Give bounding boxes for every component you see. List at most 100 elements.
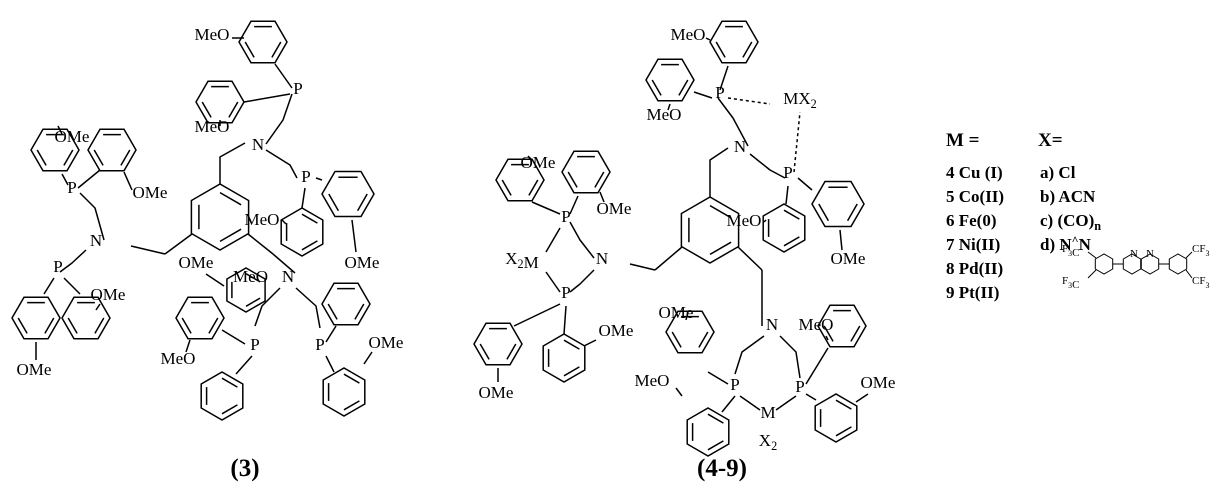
bond-chain <box>219 142 246 184</box>
pyridine-ring <box>1140 253 1160 275</box>
bond <box>797 177 813 191</box>
bond <box>325 325 337 343</box>
legend-metal-item: 5 Co(II) <box>946 187 1004 206</box>
aromatic-double-bond <box>221 404 238 415</box>
bond <box>545 227 561 253</box>
atom-label: OMe <box>17 360 52 379</box>
bond <box>599 191 605 203</box>
atom-label: OMe <box>133 183 168 202</box>
atom-label: N <box>734 137 746 156</box>
bond <box>737 246 763 271</box>
bond-chain <box>254 287 281 327</box>
atom-label: MeO <box>727 211 762 230</box>
bond <box>57 125 63 135</box>
core-benzene-ring <box>190 183 250 251</box>
aryl-ring <box>11 296 61 340</box>
bond <box>243 93 291 103</box>
atom-label: P <box>301 167 310 186</box>
bond-chain <box>265 149 298 179</box>
bond <box>61 173 69 186</box>
aromatic-double-bond <box>671 331 682 348</box>
bond-chain <box>79 192 105 241</box>
atom-label: MeO <box>647 105 682 124</box>
bond <box>247 233 274 255</box>
bond-chain <box>295 287 321 329</box>
atom-label: P <box>293 79 302 98</box>
atom-label: N <box>1130 248 1138 260</box>
aromatic-double-bond <box>835 426 852 437</box>
aromatic-double-bond <box>846 203 858 222</box>
legend-ligand-header: X= <box>1038 130 1063 151</box>
atom-label: MX2 <box>783 89 817 111</box>
aromatic-double-bond <box>221 377 238 388</box>
bond-chain <box>749 153 786 179</box>
aryl-ring <box>87 128 137 172</box>
aromatic-double-bond <box>567 171 578 188</box>
aromatic-double-bond <box>742 41 753 58</box>
bond <box>855 393 869 403</box>
bond <box>363 351 373 365</box>
aromatic-double-bond <box>44 317 55 334</box>
aryl-ring <box>200 371 244 421</box>
bond <box>805 347 829 385</box>
bond <box>77 169 101 189</box>
atom-label: MeO <box>161 349 196 368</box>
aromatic-double-bond <box>715 41 726 58</box>
atom-label: OMe <box>521 153 556 172</box>
bond <box>719 65 729 91</box>
aryl-ring <box>30 128 80 172</box>
aromatic-double-bond <box>707 440 724 451</box>
aryl-ring <box>226 267 266 313</box>
aromatic-double-bond <box>479 343 490 360</box>
core-benzene-ring <box>680 196 740 264</box>
bond <box>315 177 323 181</box>
aromatic-double-bond <box>343 400 360 411</box>
bond <box>43 277 55 295</box>
bond <box>274 63 293 89</box>
atom-label: CF3 <box>1192 275 1209 290</box>
bond <box>185 339 191 353</box>
bond-chain <box>59 249 87 273</box>
aryl-ring <box>321 170 375 218</box>
bond-chain <box>629 263 656 271</box>
bond-chain <box>569 221 595 259</box>
bond-chain <box>569 269 595 293</box>
bond <box>785 185 789 205</box>
bond-network <box>35 37 869 413</box>
aromatic-double-bond <box>301 213 318 224</box>
compound-labels: (3)(4-9) <box>230 455 747 482</box>
bond <box>707 371 729 385</box>
bond <box>667 103 671 111</box>
aryl-ring <box>645 58 695 102</box>
aryl-ring <box>814 393 858 443</box>
bond <box>675 387 683 397</box>
bond <box>205 273 225 287</box>
aromatic-double-bond <box>678 79 689 96</box>
atom-label: P <box>561 207 570 226</box>
bond <box>531 201 561 215</box>
atom-label: P <box>795 377 804 396</box>
atom-label: P <box>561 283 570 302</box>
atom-label: MeO <box>195 25 230 44</box>
legend-metal-item: 9 Pt(II) <box>946 283 999 302</box>
atom-label: P <box>250 335 259 354</box>
aromatic-double-bond <box>698 331 709 348</box>
bond <box>825 335 829 341</box>
aromatic-double-bond <box>783 209 800 220</box>
bond <box>739 395 761 411</box>
atom-label: P <box>315 335 324 354</box>
aryl-ring <box>175 296 225 340</box>
atom-label: OMe <box>345 253 380 272</box>
bond-chain <box>717 97 749 147</box>
compound-label-4-9: (4-9) <box>697 455 747 482</box>
aromatic-double-bond <box>563 339 580 350</box>
atom-label: MeO <box>195 117 230 136</box>
aromatic-double-bond <box>120 149 131 166</box>
aromatic-rings <box>11 20 867 457</box>
aromatic-double-bond <box>93 149 104 166</box>
aryl-ring <box>686 407 730 457</box>
atom-label: F3C <box>1062 243 1079 259</box>
atom-label: N <box>252 135 264 154</box>
atom-label: N <box>1146 248 1154 260</box>
